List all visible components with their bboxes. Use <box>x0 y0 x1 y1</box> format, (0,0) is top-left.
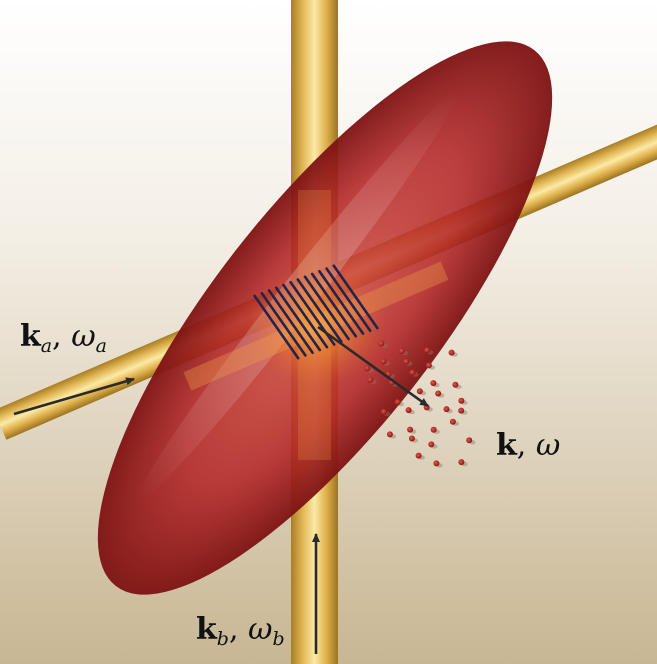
particle <box>435 391 441 397</box>
beam-a-sep: , <box>52 319 71 354</box>
scattered-sep: , <box>517 428 536 463</box>
beam-a-label: ka, ωa <box>20 322 107 356</box>
particle <box>458 398 464 404</box>
particle <box>395 399 401 405</box>
particle <box>444 406 450 412</box>
particle <box>424 347 430 353</box>
particle <box>417 388 423 394</box>
particle <box>458 459 464 465</box>
particle <box>399 348 405 354</box>
beam-a-vec-sub: a <box>41 335 52 357</box>
beam-b-freq-sub: b <box>273 628 285 650</box>
particle <box>452 382 458 388</box>
particle <box>387 431 393 437</box>
beam-b-vec: k <box>196 612 217 647</box>
particle <box>406 407 412 413</box>
particle <box>416 453 422 459</box>
scattered-vec: k <box>496 428 517 463</box>
beam-b-label: kb, ωb <box>196 615 285 649</box>
particle <box>409 436 415 442</box>
particle <box>466 437 472 443</box>
particle <box>378 341 384 347</box>
beam-a-vec: k <box>20 319 41 354</box>
particle <box>428 441 434 447</box>
beam-b-freq: ω <box>248 612 272 647</box>
beam-a-freq-sub: a <box>96 335 107 357</box>
particle <box>450 419 456 425</box>
beam-b-vec-sub: b <box>217 628 229 650</box>
particle <box>367 377 373 383</box>
particle <box>431 427 437 433</box>
particle <box>433 460 439 466</box>
beam-a-freq: ω <box>71 319 95 354</box>
beam-b-sep: , <box>229 612 248 647</box>
particle <box>381 359 387 365</box>
particle <box>407 427 413 433</box>
particle <box>458 408 464 414</box>
particle <box>430 380 436 386</box>
particle <box>449 350 455 356</box>
particle <box>403 359 409 365</box>
scattered-label: k, ω <box>496 431 560 461</box>
particle <box>410 370 416 376</box>
scattered-freq: ω <box>536 428 560 463</box>
particle <box>381 409 387 415</box>
particle <box>364 365 370 371</box>
particle <box>426 362 432 368</box>
